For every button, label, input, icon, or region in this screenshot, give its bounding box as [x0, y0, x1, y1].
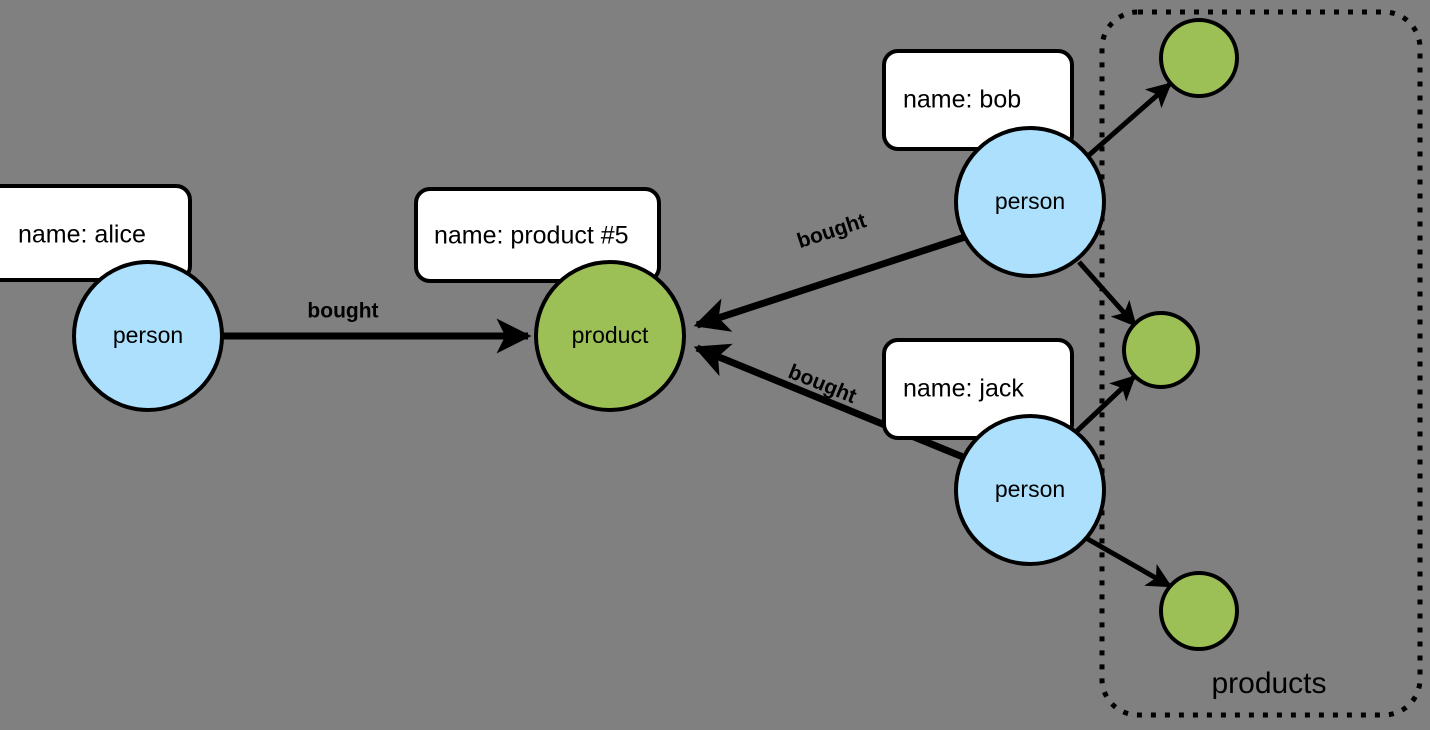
- node-circle: [954, 414, 1106, 566]
- edge-line: [1084, 535, 1173, 589]
- node-circle: [1159, 571, 1239, 651]
- node-circle: [534, 260, 686, 412]
- products-group-frame: [1099, 9, 1423, 718]
- node-circle: [954, 126, 1106, 278]
- node-circle: [1159, 18, 1239, 98]
- edge-jack-to-product-mid[interactable]: [1075, 375, 1136, 433]
- edge-line: [1086, 82, 1172, 158]
- node-circle: [72, 260, 224, 412]
- node-jack[interactable]: person: [954, 414, 1106, 566]
- node-layer: person product person person: [72, 18, 1239, 651]
- property-box-product5[interactable]: name: product #5: [414, 187, 661, 283]
- edge-label-bought: bought: [307, 300, 378, 323]
- property-box-text: name: product #5: [434, 222, 629, 250]
- node-bob[interactable]: person: [954, 126, 1106, 278]
- property-box-rect: [0, 184, 192, 282]
- edge-line: [693, 233, 967, 332]
- group-products: products: [1099, 9, 1423, 718]
- edge-bob-bought-product5[interactable]: bought: [693, 209, 967, 332]
- property-box-text: name: jack: [903, 375, 1024, 403]
- edge-alice-bought-product5[interactable]: bought: [222, 300, 532, 354]
- node-product-bot[interactable]: [1159, 571, 1239, 651]
- node-label: product: [572, 322, 649, 348]
- edge-jack-to-product-bot[interactable]: [1084, 535, 1173, 589]
- node-label: person: [113, 322, 183, 348]
- property-box-alice[interactable]: name: alice: [0, 184, 192, 282]
- node-alice[interactable]: person: [72, 260, 224, 412]
- property-box-layer: name: alice name: product #5 name: bob n…: [0, 49, 1074, 440]
- property-box-jack[interactable]: name: jack: [882, 338, 1074, 440]
- node-label: person: [995, 476, 1065, 502]
- edge-line: [1077, 260, 1137, 327]
- edge-bob-to-product-top[interactable]: [1086, 82, 1172, 158]
- edge-line: [1075, 375, 1136, 433]
- edge-bob-to-product-mid[interactable]: [1077, 260, 1137, 327]
- edge-label-bought: bought: [794, 209, 869, 253]
- property-box-text: name: alice: [18, 221, 146, 249]
- node-circle: [1122, 311, 1200, 389]
- products-group-label: products: [1211, 667, 1326, 700]
- property-box-text: name: bob: [903, 86, 1021, 114]
- node-product-mid[interactable]: [1122, 311, 1200, 389]
- node-product-top[interactable]: [1159, 18, 1239, 98]
- node-label: person: [995, 188, 1065, 214]
- property-box-rect: [414, 187, 661, 283]
- node-product5[interactable]: product: [534, 260, 686, 412]
